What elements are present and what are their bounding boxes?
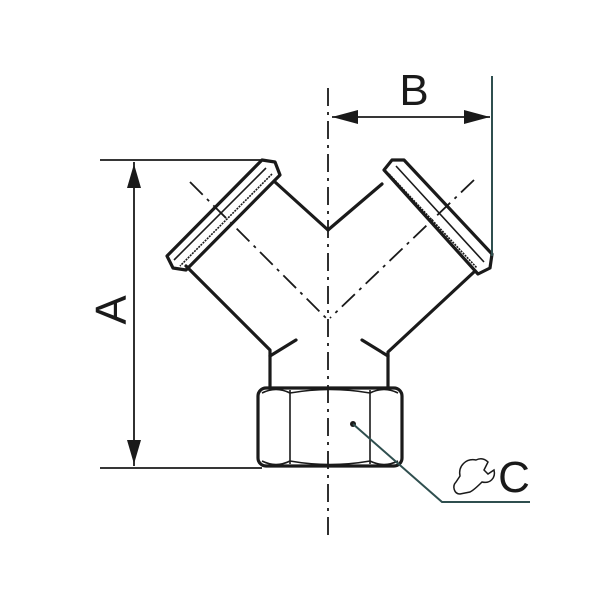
right-branch [326,158,494,390]
axis-left-branch [189,181,329,321]
dimension-a: A [87,159,262,469]
neck-chamfer-left [268,338,298,358]
label-c: C [498,453,530,502]
label-a: A [87,295,136,325]
axis-right-branch [329,179,475,319]
hex-nut [256,386,404,468]
wrench-icon [453,457,496,495]
label-b: B [399,66,428,115]
dimension-b: B [332,66,493,256]
neck-chamfer-right [360,338,390,358]
left-branch [165,158,330,390]
dimension-c: C [350,421,530,503]
